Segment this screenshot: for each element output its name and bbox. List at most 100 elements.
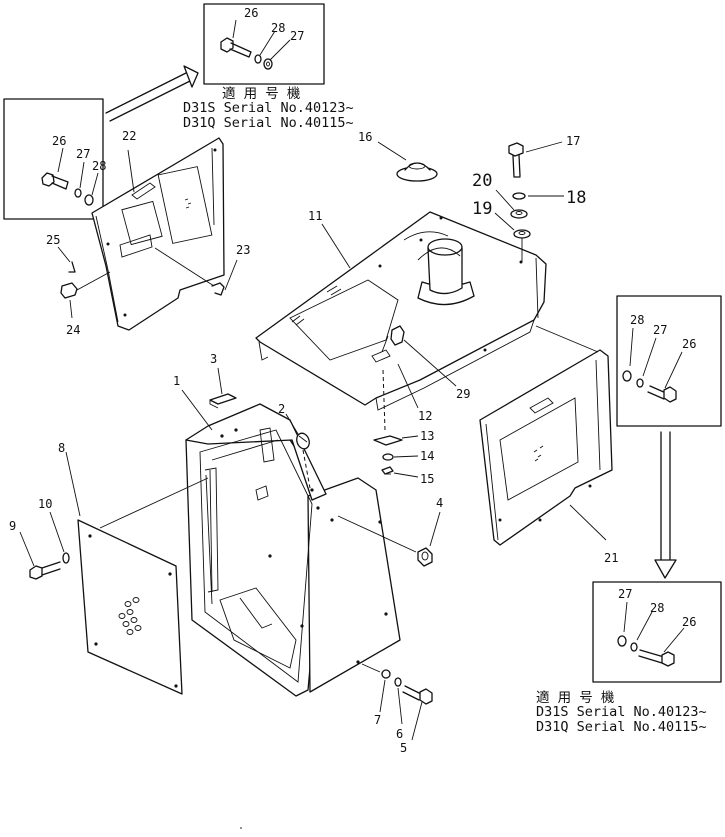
label-3: 3 <box>210 352 217 366</box>
main-frame-box <box>185 403 401 697</box>
leader-20 <box>495 189 515 211</box>
leader-24 <box>69 299 73 319</box>
leader-7 <box>379 679 386 713</box>
leader-14 <box>393 455 419 458</box>
leader-19 <box>494 212 515 231</box>
inset-box-top: 26 28 27 <box>203 3 325 85</box>
leader-13 <box>401 435 419 439</box>
label-4: 4 <box>436 496 443 510</box>
label-22: 22 <box>122 129 136 143</box>
bolt-icon <box>508 142 524 178</box>
label-13: 13 <box>420 429 434 443</box>
arrow-icon <box>105 65 199 122</box>
label-26-right: 26 <box>682 337 696 351</box>
label-14: 14 <box>420 449 434 463</box>
lock-washer-icon <box>636 378 644 388</box>
serial-line1-top: D31S Serial No.40123~ <box>183 100 354 116</box>
label-27-bottom: 27 <box>618 587 632 601</box>
screw-icon <box>381 466 394 475</box>
label-29: 29 <box>456 387 470 401</box>
leader-25 <box>57 246 71 263</box>
front-panel <box>77 519 183 695</box>
serial-line2-bottom: D31Q Serial No.40115~ <box>536 719 707 735</box>
label-5: 5 <box>400 741 407 755</box>
label-26-bottom: 26 <box>682 615 696 629</box>
leader-16 <box>377 141 407 161</box>
leader-12 <box>397 363 419 409</box>
leader-3 <box>217 367 223 395</box>
washer-icon <box>84 194 94 206</box>
label-2: 2 <box>278 402 285 416</box>
bolt-icon <box>220 37 252 58</box>
label-11: 11 <box>308 209 322 223</box>
pin-icon <box>68 261 76 273</box>
arrow-down-icon <box>654 431 677 579</box>
leader-21 <box>569 504 607 541</box>
serial-heading-top: 適 用 号 機 <box>222 85 301 102</box>
plug-icon <box>296 432 310 450</box>
serial-heading-bottom: 適 用 号 機 <box>536 689 615 706</box>
inset-box-bottom-right: 27 28 26 <box>592 581 722 683</box>
label-26-left: 26 <box>52 134 66 148</box>
label-21: 21 <box>604 551 618 565</box>
clamp-plate-icon <box>373 435 403 446</box>
label-7: 7 <box>374 713 381 727</box>
side-cover-right <box>479 349 613 546</box>
label-26-top: 26 <box>244 6 258 20</box>
cap-icon <box>396 162 438 182</box>
label-25: 25 <box>46 233 60 247</box>
label-27-right: 27 <box>653 323 667 337</box>
bolt-icon <box>402 685 433 705</box>
serial-note-top: 適 用 号 機 D31S Serial No.40123~ D31Q Seria… <box>183 85 354 131</box>
grommet-icon <box>417 547 433 567</box>
leader-2 <box>285 413 299 435</box>
washer-icon <box>62 552 70 564</box>
leader-29 <box>403 339 457 387</box>
leader-22 <box>127 149 135 193</box>
label-16: 16 <box>358 130 372 144</box>
latch-icon <box>211 259 238 296</box>
side-cover-left <box>91 137 225 331</box>
leader-15 <box>393 472 419 478</box>
washer-icon <box>510 209 528 219</box>
label-15: 15 <box>420 472 434 486</box>
label-27-left: 27 <box>76 147 90 161</box>
label-17: 17 <box>566 134 580 148</box>
washer-icon <box>263 58 273 70</box>
knob-icon <box>60 271 111 299</box>
vent-holes <box>118 597 142 635</box>
label-12: 12 <box>418 409 432 423</box>
inset-box-right: 28 27 26 <box>616 295 722 427</box>
bolt-icon <box>647 385 677 403</box>
lock-washer-icon <box>512 192 526 200</box>
lock-washer-icon <box>74 188 82 198</box>
leader-6 <box>397 687 403 725</box>
label-27-top: 27 <box>290 29 304 43</box>
serial-line1-bottom: D31S Serial No.40123~ <box>536 704 707 720</box>
label-18: 18 <box>566 188 586 208</box>
label-24: 24 <box>66 323 80 337</box>
label-28-left: 28 <box>92 159 106 173</box>
serial-note-bottom: 適 用 号 機 D31S Serial No.40123~ D31Q Seria… <box>536 689 707 735</box>
leader-17 <box>525 141 563 153</box>
inset-box-left: 26 27 28 <box>3 98 106 220</box>
label-19: 19 <box>472 199 492 219</box>
bolt-icon <box>29 561 61 580</box>
lock-washer-icon <box>630 642 638 652</box>
serial-line2-top: D31Q Serial No.40115~ <box>183 115 354 131</box>
washer-icon <box>617 635 627 647</box>
bolt-icon <box>41 172 69 190</box>
label-8: 8 <box>58 441 65 455</box>
label-28-top: 28 <box>271 21 285 35</box>
washer-icon <box>622 370 632 382</box>
label-6: 6 <box>396 727 403 741</box>
label-23: 23 <box>236 243 250 257</box>
label-9: 9 <box>9 519 16 533</box>
leader-9 <box>19 531 35 567</box>
washer-icon <box>382 453 394 461</box>
lock-washer-icon <box>394 677 402 687</box>
bolt-icon <box>638 649 675 667</box>
leader-8 <box>65 451 81 517</box>
leader-5 <box>411 701 423 741</box>
